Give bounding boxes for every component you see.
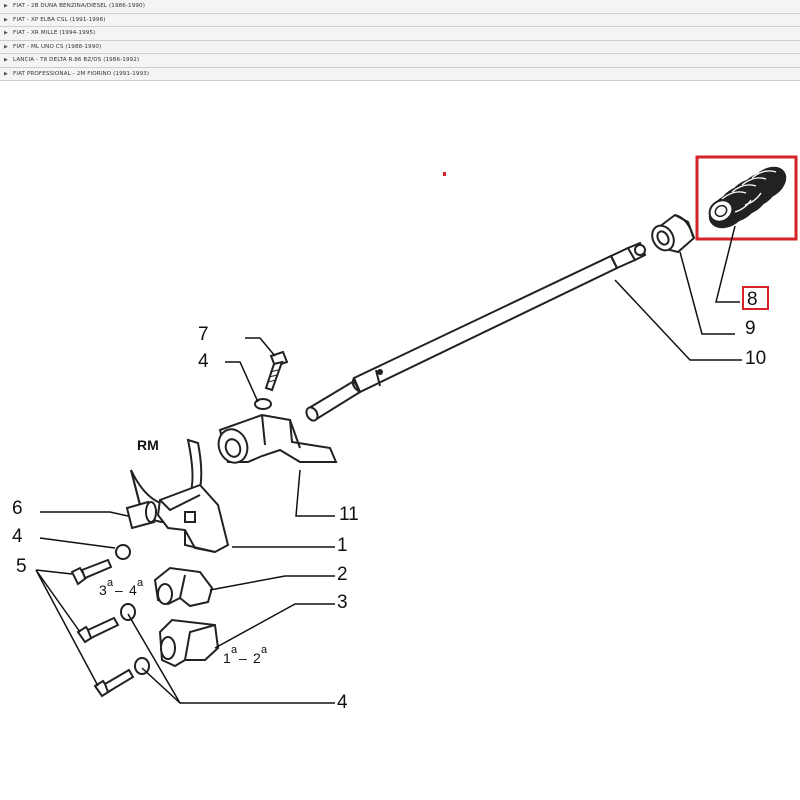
callout-4-top[interactable]: 4 (198, 351, 209, 372)
bolt-part-5-a[interactable] (70, 558, 113, 586)
fork-part-2[interactable] (153, 566, 214, 608)
callout-2[interactable]: 2 (337, 564, 348, 585)
expand-arrow-icon: ▶ (4, 3, 8, 10)
vehicle-model-list: ▶FIAT - 2B DUNA BENZINA/DIESEL (1986-199… (0, 0, 800, 81)
callout-4-mid[interactable]: 4 (12, 526, 23, 547)
svg-text:a: a (137, 577, 144, 589)
list-item[interactable]: ▶FIAT PROFESSIONAL - 2M FIORINO (1991-19… (0, 67, 800, 81)
svg-text:1: 1 (223, 650, 231, 666)
callout-5[interactable]: 5 (16, 556, 27, 577)
callout-8[interactable]: 8 (747, 289, 758, 310)
washer-part-4-a[interactable] (115, 544, 131, 560)
expand-arrow-icon: ▶ (4, 70, 8, 77)
expand-arrow-icon: ▶ (4, 57, 8, 64)
expand-arrow-icon: ▶ (4, 43, 8, 50)
list-item[interactable]: ▶FIAT - 2B DUNA BENZINA/DIESEL (1986-199… (0, 0, 800, 14)
callout-10[interactable]: 10 (745, 348, 766, 369)
list-item[interactable]: ▶LANCIA - T8 DELTA R.86 BZ/DS (1986-1992… (0, 54, 800, 68)
washer-part-4-c[interactable] (134, 657, 150, 675)
svg-text:–: – (115, 582, 123, 598)
list-item[interactable]: ▶FIAT - XP ELBA CSL (1991-1996) (0, 13, 800, 27)
bolt-part-5-b[interactable] (76, 616, 120, 644)
callout-8-highlight (742, 286, 769, 310)
svg-text:–: – (239, 650, 247, 666)
list-item[interactable]: ▶FIAT - XR MILLE (1994-1995) (0, 27, 800, 41)
callout-4-bottom[interactable]: 4 (337, 692, 348, 713)
expand-arrow-icon: ▶ (4, 16, 8, 23)
reverse-fork-part-1[interactable] (130, 438, 230, 554)
gear-label-3-4: 3 a – 4 a (99, 577, 144, 598)
svg-text:2: 2 (253, 650, 261, 666)
washer-part-4-top[interactable] (254, 398, 272, 410)
washer-part-4-b[interactable] (120, 603, 136, 621)
bolt-part-5-c[interactable] (93, 668, 135, 698)
rubber-boot-part-8[interactable] (702, 160, 792, 235)
svg-text:a: a (231, 644, 238, 656)
callout-1[interactable]: 1 (337, 535, 348, 556)
leader-lines (35, 225, 742, 704)
callout-3[interactable]: 3 (337, 592, 348, 613)
gear-label-1-2: 1 a – 2 a (223, 644, 268, 666)
callout-9[interactable]: 9 (745, 318, 756, 339)
svg-text:3: 3 (99, 582, 107, 598)
bushing-part-6[interactable] (125, 500, 157, 530)
list-item[interactable]: ▶FIAT - ML UNO CS (1988-1990) (0, 40, 800, 54)
fork-part-3[interactable] (158, 618, 220, 668)
selector-shaft-part-10[interactable] (304, 241, 647, 423)
callout-7[interactable]: 7 (198, 324, 209, 345)
expand-arrow-icon: ▶ (4, 30, 8, 37)
red-marker (443, 172, 446, 176)
highlight-box-part-8[interactable] (695, 155, 798, 241)
svg-text:a: a (261, 644, 268, 656)
label-rm: RM (137, 437, 159, 453)
bolt-part-7[interactable] (264, 350, 289, 392)
svg-text:4: 4 (129, 582, 137, 598)
svg-text:a: a (107, 577, 114, 589)
callout-6[interactable]: 6 (12, 498, 23, 519)
bushing-part-9[interactable] (648, 213, 696, 254)
callout-11[interactable]: 11 (339, 504, 359, 525)
selector-lever-part-11[interactable] (214, 413, 338, 467)
